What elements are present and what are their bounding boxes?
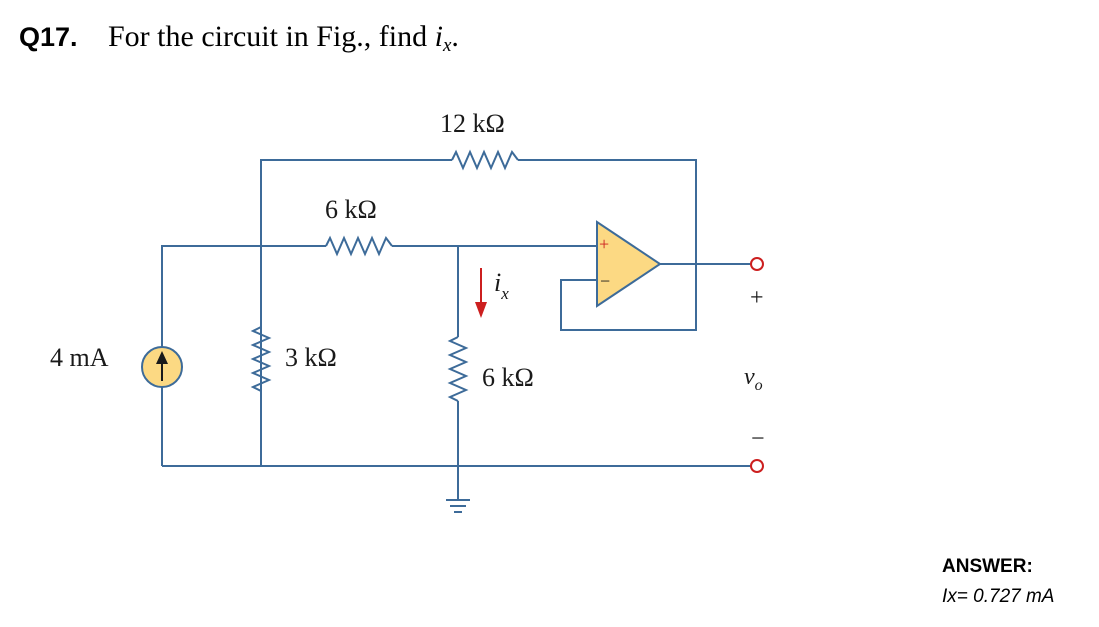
- label-ix-main: i: [494, 268, 501, 297]
- question-variable-subscript: x: [442, 35, 452, 56]
- ground-symbol: [446, 499, 470, 513]
- label-source: 4 mA: [50, 343, 109, 372]
- op-amp-plus: +: [599, 234, 609, 254]
- label-vo: vo: [744, 364, 763, 394]
- label-6k-mid: 6 kΩ: [325, 195, 377, 224]
- resistor-3k: [250, 326, 272, 466]
- question-prompt: For the circuit in Fig., find: [108, 20, 435, 53]
- label-6k-right: 6 kΩ: [482, 363, 534, 392]
- wire-mid-left: [161, 245, 326, 347]
- current-source: [141, 346, 183, 388]
- output-terminal-top: [750, 257, 764, 271]
- resistor-12k: [451, 149, 519, 171]
- resistor-6k-mid: [325, 235, 393, 257]
- current-source-arrow-head: [156, 351, 168, 364]
- wire-top-right: [518, 159, 697, 331]
- label-ix-sub: x: [500, 284, 509, 303]
- ix-arrow-head: [475, 302, 487, 318]
- label-vo-main: v: [744, 364, 755, 390]
- wires: [161, 159, 751, 500]
- wire-top-left: [260, 159, 452, 466]
- question-text: For the circuit in Fig., find ix.: [108, 20, 459, 57]
- label-out-plus: +: [750, 285, 764, 311]
- output-terminal-bottom: [750, 459, 764, 473]
- label-3k: 3 kΩ: [285, 343, 337, 372]
- label-vo-sub: o: [755, 377, 763, 394]
- label-ix: ix: [494, 268, 509, 303]
- label-out-minus: −: [751, 426, 765, 452]
- question-number: Q17.: [19, 22, 78, 52]
- answer-title: ANSWER:: [942, 556, 1033, 577]
- label-12k: 12 kΩ: [440, 109, 505, 138]
- op-amp-minus: −: [600, 271, 610, 291]
- question-variable: i: [434, 20, 443, 53]
- op-amp-triangle: [596, 220, 662, 308]
- resistor-6k-right: [447, 336, 469, 402]
- current-ix-arrow: [475, 268, 487, 318]
- answer-value: Ix= 0.727 mA: [942, 586, 1055, 607]
- question-period: .: [451, 20, 459, 53]
- op-amp: + −: [596, 220, 662, 308]
